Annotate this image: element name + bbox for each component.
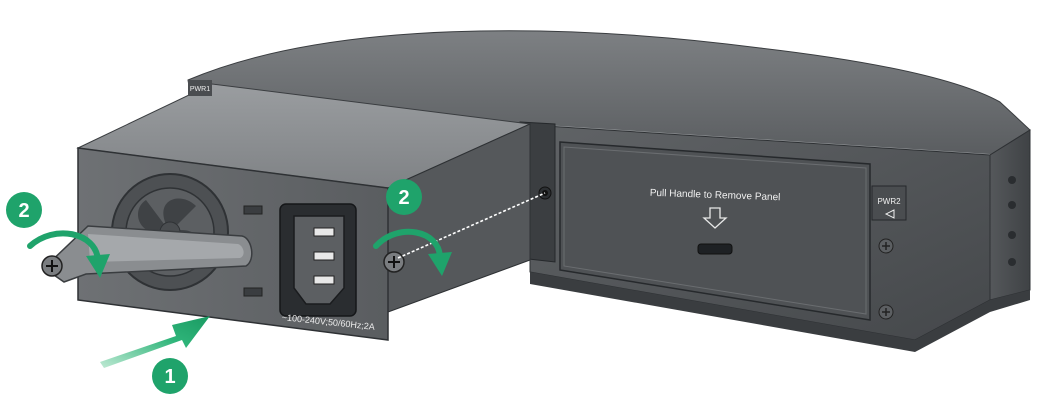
panel-screw-bottom[interactable] bbox=[878, 304, 894, 320]
svg-text:2: 2 bbox=[398, 187, 409, 209]
svg-text:PWR1: PWR1 bbox=[190, 86, 210, 93]
step-badge-2-right: 2 bbox=[386, 179, 422, 215]
step-badge-1: 1 bbox=[152, 358, 188, 394]
chassis-top bbox=[187, 30, 1031, 156]
panel-pull-handle[interactable] bbox=[697, 243, 733, 255]
captive-screw-right[interactable] bbox=[383, 251, 405, 273]
down-arrow-icon bbox=[702, 207, 728, 229]
alignment-guide bbox=[397, 192, 546, 259]
rotate-clockwise-icon bbox=[27, 230, 110, 278]
insert-arrow-icon bbox=[100, 316, 210, 368]
power-supply-module[interactable]: PWR1 ~100-240V;50/60Hz;2A bbox=[41, 80, 532, 341]
slot-label-left: PWR1 bbox=[188, 80, 212, 96]
triangle-left-icon bbox=[884, 209, 895, 219]
captive-screw-left[interactable] bbox=[41, 255, 63, 277]
svg-text:2: 2 bbox=[18, 200, 29, 222]
rotate-clockwise-icon bbox=[373, 228, 452, 276]
chassis-side bbox=[989, 129, 1031, 301]
step-badge-2-left: 2 bbox=[6, 192, 42, 228]
ac-power-inlet[interactable] bbox=[279, 203, 357, 317]
panel-screw-right[interactable] bbox=[878, 238, 894, 254]
svg-text:PWR2: PWR2 bbox=[877, 197, 901, 206]
slot-label-right: PWR2 bbox=[871, 185, 907, 221]
panel-instruction: Pull Handle to Remove Panel bbox=[650, 188, 781, 204]
svg-text:1: 1 bbox=[164, 366, 175, 388]
